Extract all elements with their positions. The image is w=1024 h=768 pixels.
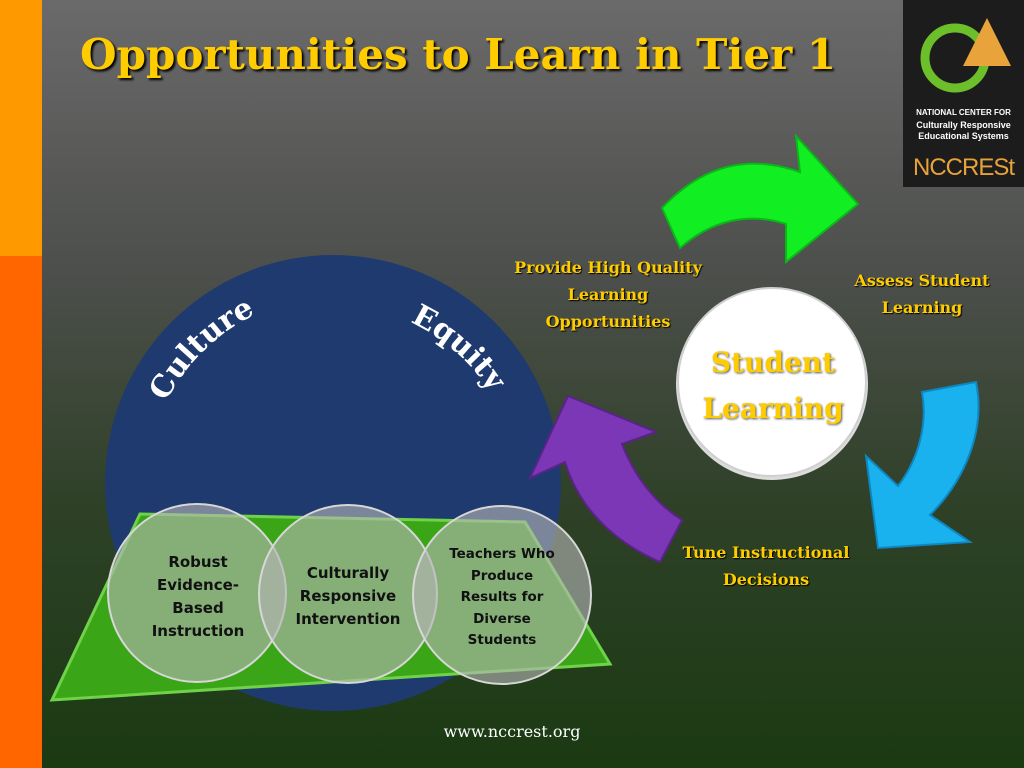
learning-word: Learning — [702, 392, 844, 425]
assess-learning-label: Assess Student Learning — [842, 267, 1002, 321]
provide-line-1: Provide High Quality — [514, 258, 702, 277]
student-word: Student — [710, 346, 836, 379]
tune-line-1: Tune Instructional — [682, 543, 850, 562]
logo-abbreviation: NCCRESt — [912, 154, 1015, 181]
pillar-circle-3 — [412, 505, 592, 685]
purple-cycle-arrow — [527, 394, 684, 564]
logo-line-2: Culturally Responsive Educational System… — [903, 120, 1024, 142]
provide-line-2: Learning — [567, 285, 649, 304]
blue-cycle-arrow — [864, 380, 980, 550]
tune-decisions-label: Tune Instructional Decisions — [664, 539, 868, 593]
student-learning-text: Student Learning — [676, 340, 870, 432]
logo-line-2a: Culturally Responsive — [916, 120, 1011, 130]
logo-line-1: NATIONAL CENTER FOR — [916, 108, 1011, 117]
pillar-text-1: Robust Evidence- Based Instruction — [151, 553, 245, 640]
tune-line-2: Decisions — [722, 570, 810, 589]
assess-line-1: Assess Student — [854, 271, 990, 290]
slide-title: Opportunities to Learn in Tier 1 — [80, 30, 837, 79]
pillar-text-2: Culturally Responsive Intervention — [295, 564, 401, 628]
green-cycle-arrow — [660, 133, 860, 265]
footer-url: www.nccrest.org — [443, 722, 581, 741]
assess-line-2: Learning — [881, 298, 963, 317]
logo-line-2b: Educational Systems — [918, 131, 1009, 141]
orange-side-bar-bottom — [0, 256, 42, 768]
pillar-text-3: Teachers Who Produce Results for Diverse… — [449, 546, 555, 648]
orange-side-bar-top — [0, 0, 42, 256]
logo-mark-icon — [920, 18, 1011, 93]
nccrest-logo: NATIONAL CENTER FOR Culturally Responsiv… — [903, 0, 1024, 187]
provide-opportunities-label: Provide High Quality Learning Opportunit… — [496, 254, 720, 335]
provide-line-3: Opportunities — [545, 312, 671, 331]
student-learning-circle — [677, 287, 867, 477]
